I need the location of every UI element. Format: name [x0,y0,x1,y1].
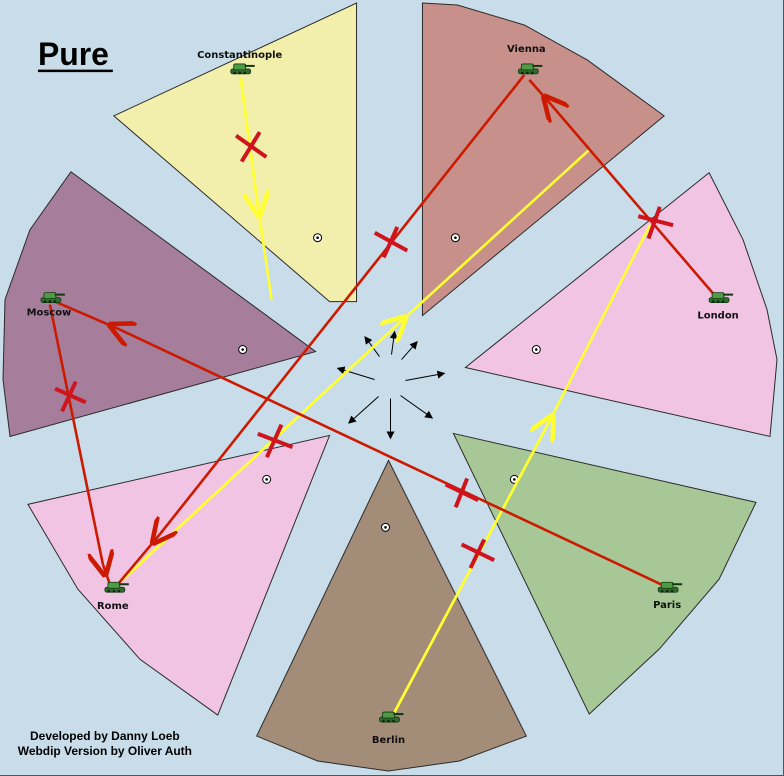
territory-london[interactable] [464,172,778,438]
territory-rome[interactable] [27,434,331,716]
unit-paris[interactable]: Paris [653,581,683,611]
territory-constantinople[interactable] [112,2,358,303]
territory-berlin[interactable] [255,459,528,772]
failed-cross-icon [257,423,294,459]
order-moscow-to-rome [48,304,103,565]
city-label-paris: Paris [653,600,681,611]
order-vienna-to-rome-tail [116,533,161,586]
city-label-constantinople: Constantinople [197,50,282,61]
city-label-rome: Rome [97,601,129,612]
credit-webdip: Webdip Version by Oliver Auth [18,744,192,758]
move-orders [48,74,716,589]
order-constantinople-support-arrow [239,77,258,205]
order-london-to-vienna-tail [528,79,553,106]
supply-center-icon [531,345,541,355]
center-compass-arrows [336,330,446,440]
failed-cross-icon [234,131,268,163]
unit-vienna[interactable]: Vienna [507,44,546,75]
failed-cross-icon [637,206,674,240]
map-title: Pure [38,36,109,72]
city-label-vienna: Vienna [507,44,546,55]
territory-paris[interactable] [452,432,757,715]
order-moscow-to-rome-tail [101,563,112,585]
territory-moscow[interactable] [2,171,317,438]
supply-center-icon [313,233,323,243]
city-label-moscow: Moscow [27,308,72,319]
order-london-to-vienna [551,105,716,296]
credit-developer: Developed by Danny Loeb [30,729,180,743]
order-paris-to-moscow-tail [54,300,121,331]
failed-order-markers [54,131,674,569]
unit-moscow[interactable]: Moscow [27,292,72,319]
order-paris-to-moscow [120,330,668,589]
failed-cross-icon [444,477,480,508]
failed-cross-icon [373,226,409,259]
unit-berlin[interactable]: Berlin [372,711,405,746]
supply-center-icon [450,233,460,243]
supply-center-icon [381,522,391,532]
order-berlin-support-arrow [392,425,547,715]
unit-london[interactable]: London [697,292,739,322]
supply-center-icon [262,474,272,484]
city-label-london: London [697,311,738,322]
city-label-berlin: Berlin [372,735,405,746]
order-vienna-to-rome [160,74,526,534]
territory-vienna[interactable] [421,2,665,317]
unit-rome[interactable]: Rome [97,581,130,612]
supply-center-icon [238,345,248,355]
unit-constantinople[interactable]: Constantinople [197,50,283,75]
failed-cross-icon [54,380,87,413]
failed-cross-icon [460,538,496,569]
